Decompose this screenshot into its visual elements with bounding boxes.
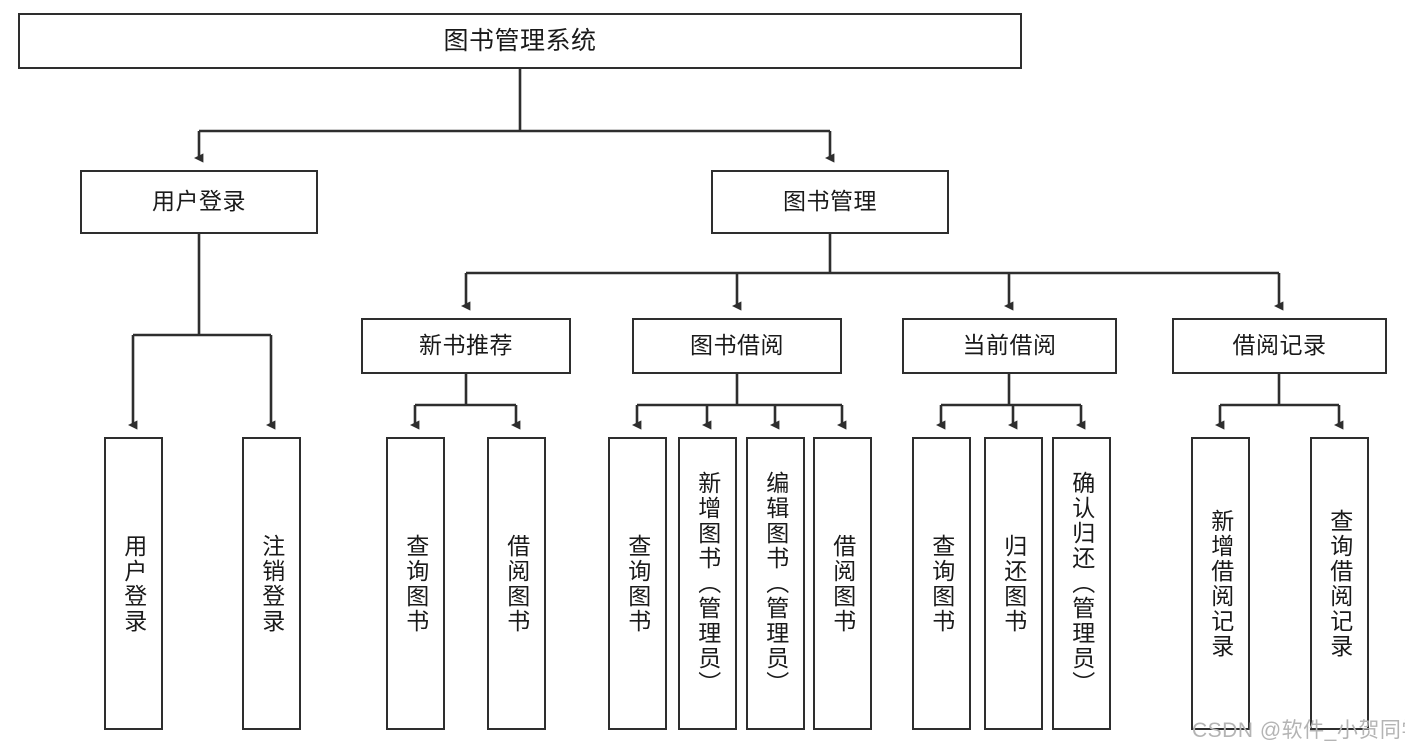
node-label: 查询借阅记录 [1326, 508, 1353, 659]
node-label: 查询图书 [402, 533, 429, 634]
node-current-borrow[interactable]: 当前借阅 [902, 318, 1117, 374]
node-leaf-add-borrow-record[interactable]: 新增借阅记录 [1191, 437, 1250, 730]
node-book-management[interactable]: 图书管理 [711, 170, 949, 234]
node-label: 当前借阅 [962, 332, 1057, 359]
node-label: 注销登录 [258, 533, 285, 634]
node-label: 图书管理系统 [443, 27, 597, 55]
node-leaf-user-login[interactable]: 用户登录 [104, 437, 163, 730]
node-book-borrow[interactable]: 图书借阅 [632, 318, 842, 374]
node-leaf-query-book[interactable]: 查询图书 [608, 437, 667, 730]
node-label: 图书管理 [783, 188, 877, 215]
node-borrow-record[interactable]: 借阅记录 [1172, 318, 1387, 374]
node-label: 图书借阅 [690, 332, 784, 359]
node-label: 编辑图书（管理员） [762, 471, 789, 696]
node-leaf-borrow-book-recommend[interactable]: 借阅图书 [487, 437, 546, 730]
node-leaf-confirm-return-admin[interactable]: 确认归还（管理员） [1052, 437, 1111, 730]
node-new-book-recommend[interactable]: 新书推荐 [361, 318, 571, 374]
node-leaf-query-borrow-record[interactable]: 查询借阅记录 [1310, 437, 1369, 730]
node-leaf-edit-book-admin[interactable]: 编辑图书（管理员） [746, 437, 805, 730]
node-leaf-borrow-book[interactable]: 借阅图书 [813, 437, 872, 730]
node-label: 查询图书 [928, 533, 955, 634]
node-label: 新增借阅记录 [1207, 508, 1234, 659]
node-label: 借阅图书 [503, 533, 530, 634]
node-leaf-query-book-recommend[interactable]: 查询图书 [386, 437, 445, 730]
node-label: 新书推荐 [419, 332, 513, 359]
node-leaf-add-book-admin[interactable]: 新增图书（管理员） [678, 437, 737, 730]
node-label: 确认归还（管理员） [1068, 471, 1095, 696]
node-label: 借阅图书 [829, 533, 856, 634]
node-label: 用户登录 [120, 533, 147, 634]
node-label: 查询图书 [624, 533, 651, 634]
node-leaf-user-logout[interactable]: 注销登录 [242, 437, 301, 730]
node-leaf-return-book[interactable]: 归还图书 [984, 437, 1043, 730]
node-label: 归还图书 [1000, 533, 1027, 634]
node-leaf-query-book-current[interactable]: 查询图书 [912, 437, 971, 730]
watermark-text: CSDN @软件_小贺同学 [1192, 719, 1405, 742]
node-label: 借阅记录 [1232, 332, 1327, 359]
node-label: 用户登录 [152, 188, 246, 215]
node-label: 新增图书（管理员） [694, 471, 721, 696]
node-user-login[interactable]: 用户登录 [80, 170, 318, 234]
node-root-book-management-system[interactable]: 图书管理系统 [18, 13, 1022, 69]
